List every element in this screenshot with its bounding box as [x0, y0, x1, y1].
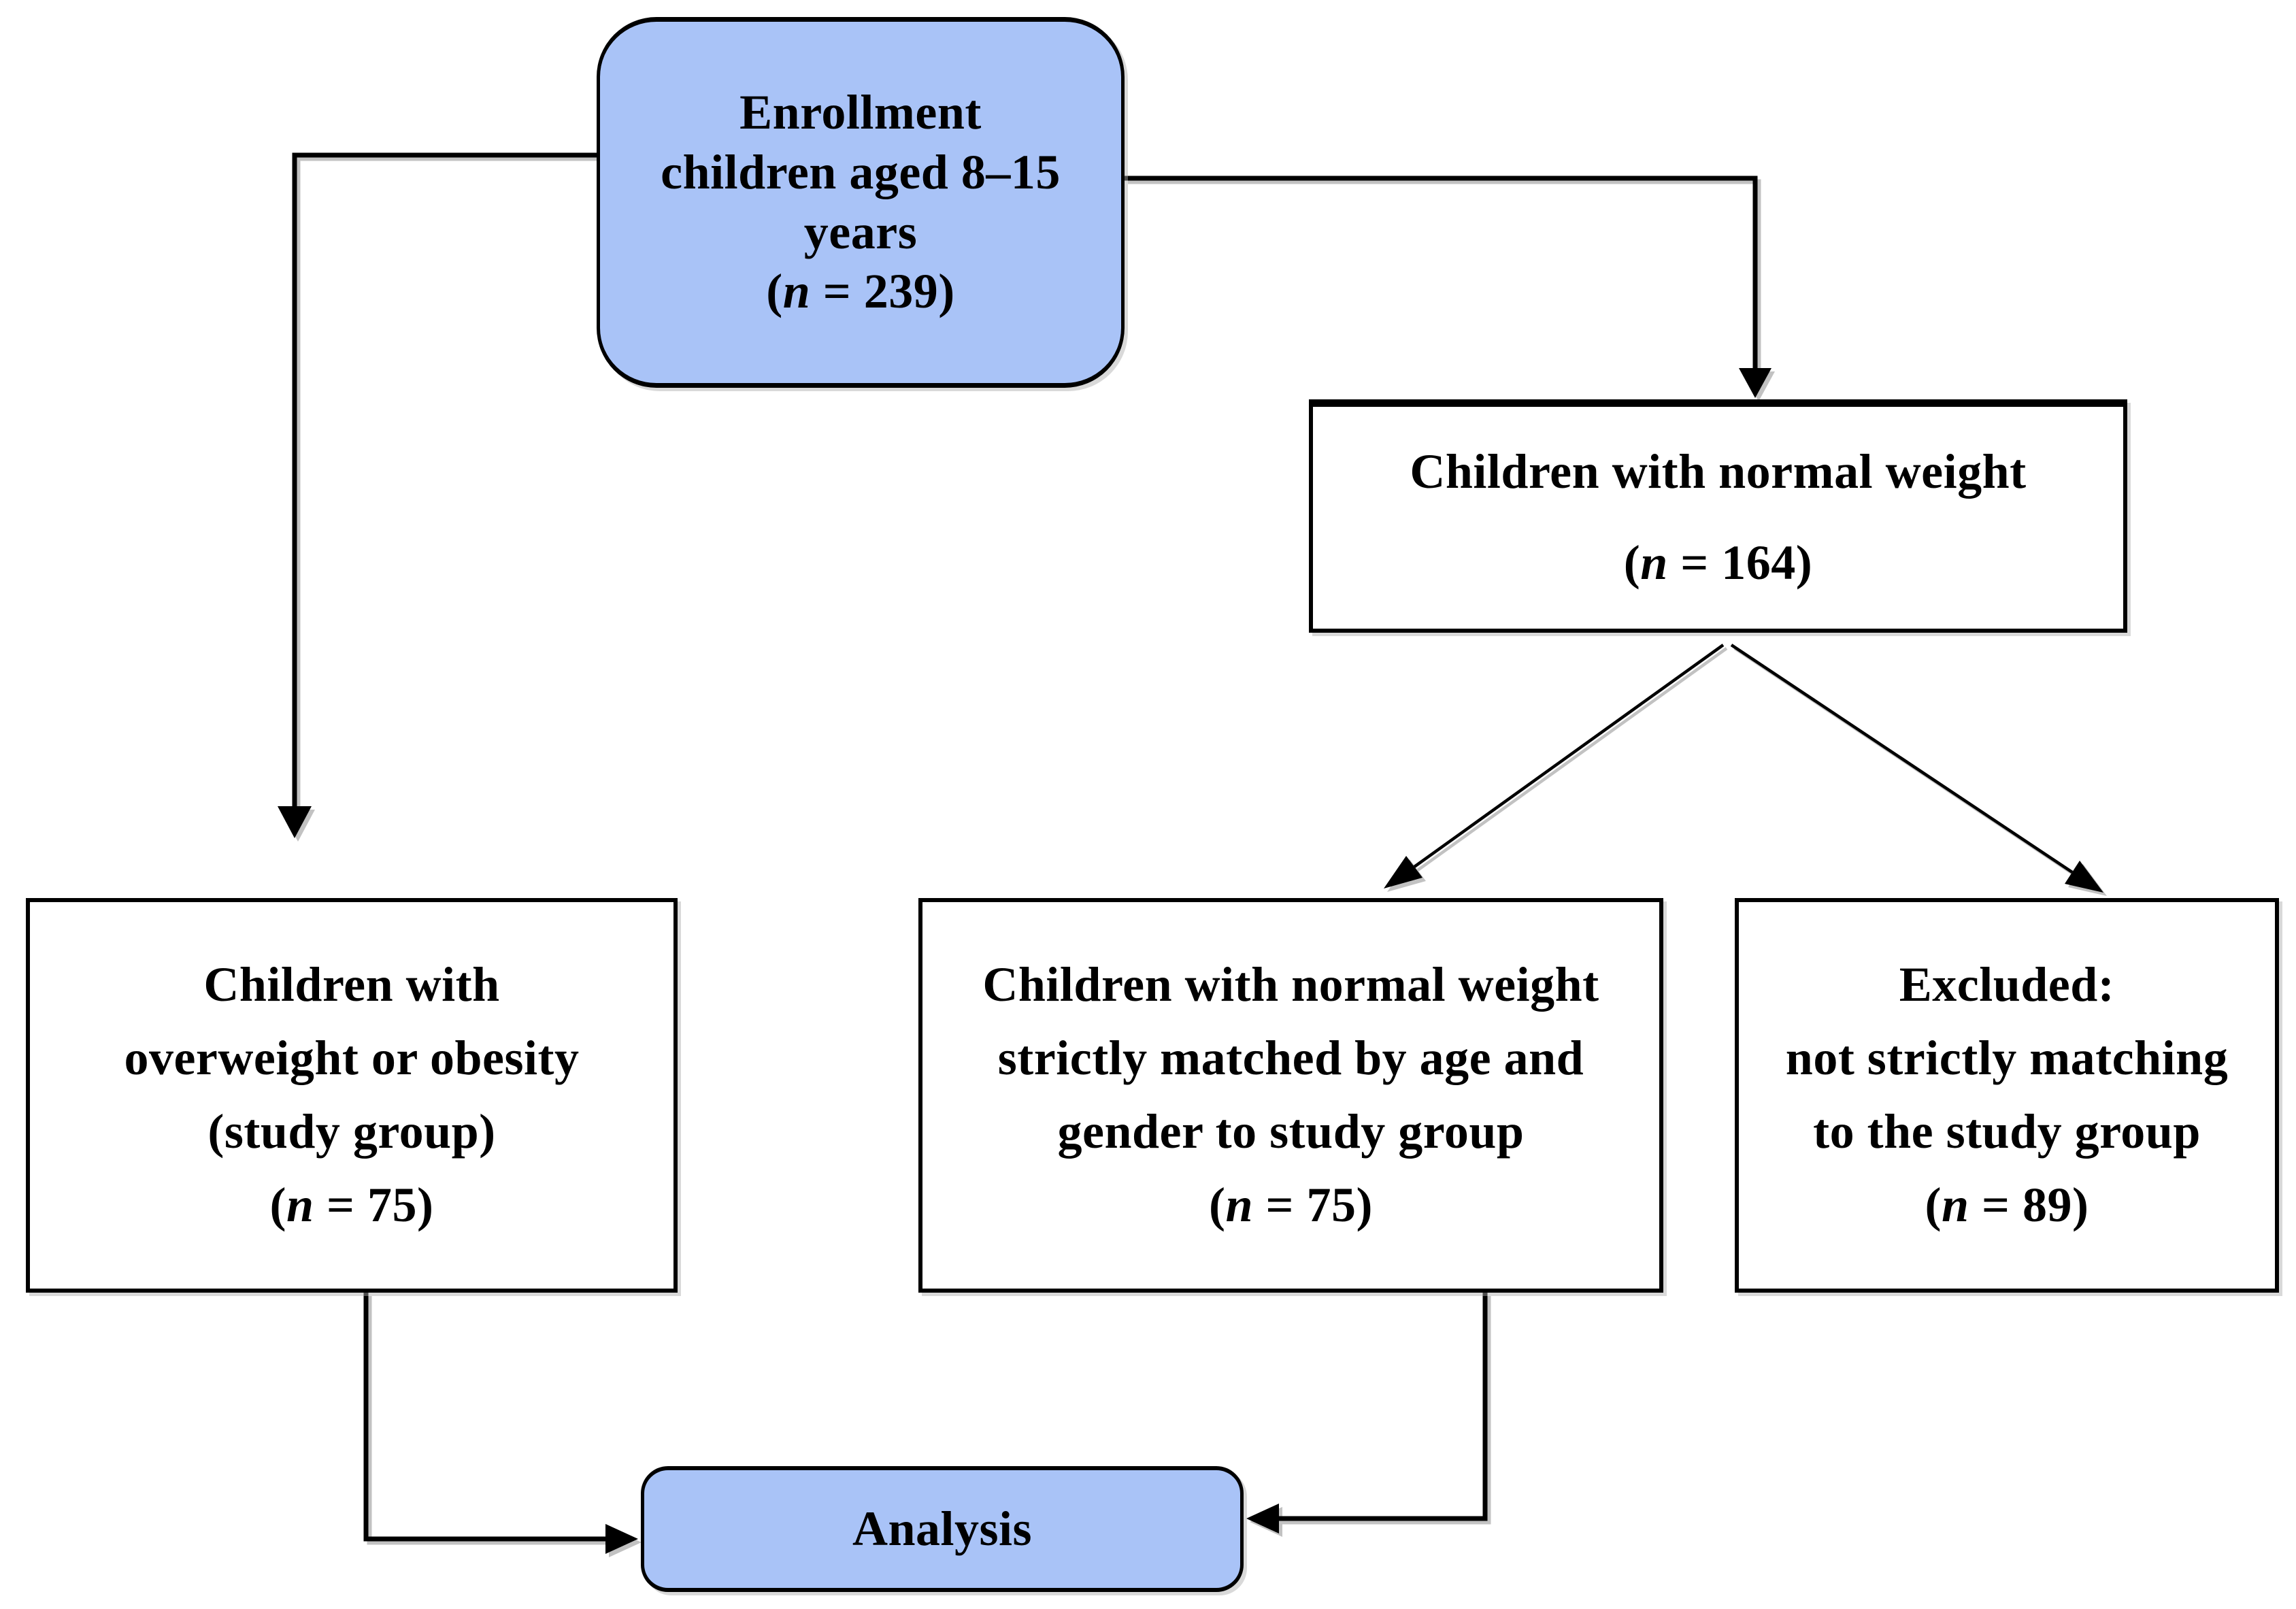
normal-weight-box: Children with normal weight (n = 164)	[1309, 399, 2127, 633]
study-group-box: Children with overweight or obesity (stu…	[26, 898, 678, 1293]
connector-shadows	[281, 156, 2107, 1557]
arrowhead-diagonal-icon	[2065, 861, 2103, 893]
box-text-line: Children with normal weight	[1410, 444, 2027, 499]
matched-control-box: Children with normal weight strictly mat…	[918, 898, 1663, 1293]
sample-size-label: (n = 89)	[1925, 1177, 2089, 1232]
sample-size-label: (n = 239)	[766, 264, 955, 319]
n-symbol: n	[1640, 535, 1668, 590]
box-text-line: overweight or obesity	[124, 1031, 580, 1086]
arrow-normal-weight-to-matched	[1384, 644, 1725, 889]
box-text-line: Excluded:	[1899, 957, 2115, 1012]
n-symbol: n	[782, 264, 811, 319]
box-text-line: Enrollment	[739, 84, 982, 139]
arrow-enrollment-to-normal-weight	[1125, 176, 1771, 398]
arrowhead-right-icon	[605, 1524, 638, 1554]
n-symbol: n	[1941, 1177, 1969, 1232]
arrow-study-group-to-analysis	[363, 1293, 638, 1554]
box-text-line: to the study group	[1813, 1104, 2201, 1159]
box-text-line: Analysis	[852, 1501, 1033, 1556]
box-text-line: children aged 8–15	[661, 144, 1061, 199]
arrowhead-down-icon	[278, 806, 312, 838]
excluded-box: Excluded: not strictly matching to the s…	[1735, 898, 2279, 1293]
arrow-normal-weight-to-excluded	[1730, 644, 2103, 893]
box-text-line: Children with normal weight	[982, 957, 1599, 1012]
arrowhead-diagonal-icon	[1384, 856, 1422, 889]
n-symbol: n	[286, 1177, 314, 1232]
sample-size-label: (n = 164)	[1623, 535, 1813, 590]
sample-size-label: (n = 75)	[269, 1177, 434, 1232]
box-text-line: (study group)	[207, 1104, 496, 1159]
box-text-line: gender to study group	[1057, 1104, 1525, 1159]
box-text-line: years	[803, 204, 918, 259]
arrow-matched-to-analysis	[1246, 1293, 1488, 1533]
box-text-line: strictly matched by age and	[997, 1031, 1584, 1086]
enrollment-box: Enrollment children aged 8–15 years (n =…	[597, 17, 1125, 388]
arrow-enrollment-to-study-group	[278, 152, 597, 838]
analysis-box: Analysis	[641, 1466, 1244, 1592]
n-symbol: n	[1225, 1177, 1253, 1232]
box-text-line: Children with	[203, 957, 500, 1012]
arrowhead-down-icon	[1739, 368, 1771, 398]
sample-size-label: (n = 75)	[1208, 1177, 1374, 1232]
box-text-line: not strictly matching	[1785, 1031, 2229, 1086]
arrowhead-left-icon	[1246, 1504, 1279, 1533]
